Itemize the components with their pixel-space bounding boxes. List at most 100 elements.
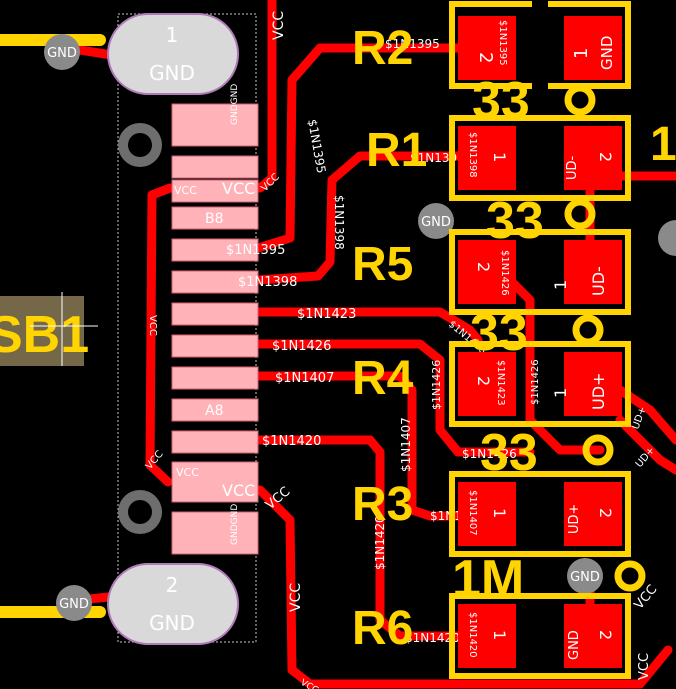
svg-text:VCC: VCC <box>259 172 282 195</box>
svg-text:$1N1407: $1N1407 <box>399 417 413 472</box>
value-r4-omega <box>582 434 614 466</box>
svg-text:VCC: VCC <box>174 184 197 197</box>
svg-text:GNDGND: GNDGND <box>230 504 240 545</box>
svg-text:GND: GND <box>47 46 77 61</box>
svg-text:2: 2 <box>474 376 493 386</box>
svg-text:$1N1420: $1N1420 <box>262 434 321 449</box>
svg-text:B8: B8 <box>205 211 224 227</box>
svg-text:R5: R5 <box>352 238 413 291</box>
gnd-via-middle: GND <box>418 203 454 239</box>
trace-udp-right2 <box>615 415 676 475</box>
svg-text:$1N1395: $1N1395 <box>226 243 285 258</box>
shield-pad-bottom: 2 GND <box>107 563 239 645</box>
svg-text:GND: GND <box>567 630 582 660</box>
shield-pad-top: 1 GND <box>107 13 239 95</box>
value-r2: 33 <box>472 72 530 130</box>
usb-designator: SB1 <box>0 306 89 364</box>
svg-text:2: 2 <box>166 573 179 597</box>
svg-text:UD-: UD- <box>565 155 580 180</box>
svg-text:$1N1426: $1N1426 <box>462 447 517 461</box>
svg-text:$1N1420: $1N1420 <box>405 631 460 645</box>
value-r3-omega <box>614 560 646 592</box>
trace-vcc-left <box>145 183 175 487</box>
usb-pad <box>171 302 259 326</box>
usb-pad <box>171 103 259 147</box>
gnd-via-top-left: GND <box>44 34 80 70</box>
mounting-hole-bottom <box>118 490 162 534</box>
svg-text:1: 1 <box>551 280 570 290</box>
usb-pad <box>171 334 259 358</box>
gnd-via-r6: GND <box>567 558 603 594</box>
trace-n1398 <box>253 151 475 285</box>
svg-text:VCC: VCC <box>637 653 652 680</box>
usb-designator-box <box>0 296 84 366</box>
svg-text:$1N1420: $1N1420 <box>373 515 387 570</box>
resistor-r1: 1 $1N1398 2 UD- R1 1 <box>366 115 676 201</box>
svg-text:$1N1423: $1N1423 <box>297 307 356 322</box>
trace-vcc-bottom <box>255 485 673 689</box>
svg-text:GND: GND <box>570 570 600 585</box>
svg-text:$1N1398: $1N1398 <box>467 132 478 178</box>
trace-n1420 <box>253 435 485 641</box>
gnd-via-right-edge <box>658 220 676 256</box>
svg-text:1: 1 <box>650 118 676 171</box>
svg-text:2: 2 <box>596 508 615 518</box>
trace-r5-r4 <box>495 265 605 455</box>
svg-text:GND: GND <box>598 36 616 70</box>
svg-text:$1N1420: $1N1420 <box>467 612 478 658</box>
trace-n1426 <box>253 339 535 457</box>
svg-text:A8: A8 <box>205 403 223 419</box>
usb-pad <box>171 430 259 454</box>
svg-text:1: 1 <box>490 508 509 518</box>
trace-n1407 <box>253 371 485 521</box>
svg-text:$1N1407: $1N1407 <box>275 371 334 386</box>
svg-text:1: 1 <box>551 388 570 398</box>
svg-text:$1N1395: $1N1395 <box>305 118 328 174</box>
svg-text:2: 2 <box>474 262 493 272</box>
usb-pad <box>171 206 259 230</box>
usb-pad <box>171 270 259 294</box>
svg-text:2: 2 <box>596 152 615 162</box>
resistor-r3: 1 $1N1407 2 UD+ R3 <box>352 471 631 557</box>
svg-text:VCC: VCC <box>288 583 304 612</box>
svg-text:VCC: VCC <box>222 481 255 500</box>
svg-text:VCC: VCC <box>147 315 158 336</box>
resistor-r4: 2 $1N1423 1 UD+ R4 <box>352 341 631 427</box>
svg-text:$1N1398: $1N1398 <box>332 195 346 250</box>
value-r1: 33 <box>486 192 544 250</box>
resistor-r6: 1 $1N1420 2 GND R6 <box>352 593 631 679</box>
gnd-via-bottom-left: GND <box>56 585 92 621</box>
svg-text:$1N1395: $1N1395 <box>497 20 508 66</box>
svg-text:R3: R3 <box>352 478 413 531</box>
svg-text:VCC: VCC <box>299 678 320 689</box>
svg-text:R4: R4 <box>352 352 414 405</box>
svg-text:VCC: VCC <box>176 466 199 479</box>
trace-n1395 <box>253 43 475 253</box>
svg-text:GND: GND <box>59 597 89 612</box>
svg-text:UD+: UD+ <box>567 504 582 534</box>
usb-pad <box>171 511 259 555</box>
svg-text:1: 1 <box>490 630 509 640</box>
resistor-r2: 2 $1N1395 1 GND R2 <box>352 0 631 90</box>
svg-text:VCC: VCC <box>222 179 255 198</box>
usb-pad <box>171 398 259 422</box>
svg-text:UD+: UD+ <box>630 405 648 431</box>
svg-text:R6: R6 <box>352 602 413 655</box>
svg-text:GND: GND <box>421 215 451 230</box>
svg-text:R1: R1 <box>366 124 427 177</box>
trace-n1423 <box>253 307 483 345</box>
svg-text:$1N1426: $1N1426 <box>499 250 510 296</box>
svg-text:$1N1395: $1N1395 <box>385 37 440 51</box>
svg-text:1: 1 <box>571 48 592 59</box>
svg-text:$1N1407: $1N1407 <box>467 490 478 536</box>
svg-text:1: 1 <box>490 152 509 162</box>
svg-text:1: 1 <box>166 23 179 47</box>
usb-pad <box>171 461 259 503</box>
svg-text:GND: GND <box>149 611 195 635</box>
value-r1-omega <box>564 198 596 230</box>
svg-text:$1N1426: $1N1426 <box>272 339 331 354</box>
svg-text:$1N1423: $1N1423 <box>495 360 506 406</box>
usb-pad <box>171 238 259 262</box>
svg-text:2: 2 <box>475 52 496 63</box>
